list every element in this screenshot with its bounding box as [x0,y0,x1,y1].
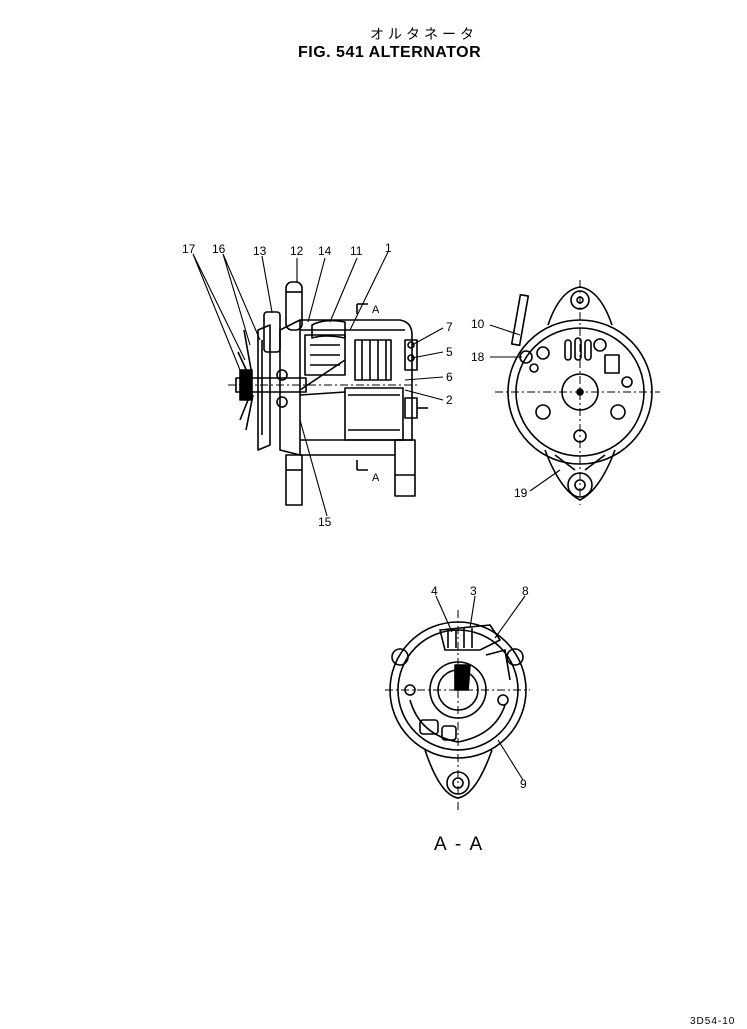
callout-11: 11 [350,244,363,258]
figure-title: FIG. 541 ALTERNATOR [298,44,482,61]
side-view [228,281,428,506]
callout-9: 9 [520,777,527,791]
callout-1: 1 [385,241,392,255]
callout-13: 13 [253,244,267,258]
callout-19: 19 [514,486,528,500]
title-japanese: オルタネータ [370,27,478,43]
section-a-a-view [385,610,530,810]
callout-18: 18 [471,350,485,364]
callout-7: 7 [446,320,453,334]
rear-view [495,280,660,505]
callout-3: 3 [470,584,477,598]
callout-16: 16 [212,242,226,256]
leader-lines [192,251,561,781]
sheet-code: 3D54-10 [690,1016,736,1027]
callout-2: 2 [446,393,453,407]
section-caption: A - A [434,834,484,855]
callout-10: 10 [471,317,485,331]
callout-12: 12 [290,244,304,258]
section-marker-bottom: A [372,472,380,484]
callout-6: 6 [446,370,453,384]
callout-8: 8 [522,584,529,598]
callout-17: 17 [182,242,196,256]
callout-5: 5 [446,345,453,359]
callout-4: 4 [431,584,438,598]
callout-14: 14 [318,244,332,258]
callout-15: 15 [318,515,332,529]
callout-labels: 17 16 13 12 14 11 1 7 5 6 2 15 10 18 19 … [182,241,529,791]
section-marker-top: A [372,304,380,316]
